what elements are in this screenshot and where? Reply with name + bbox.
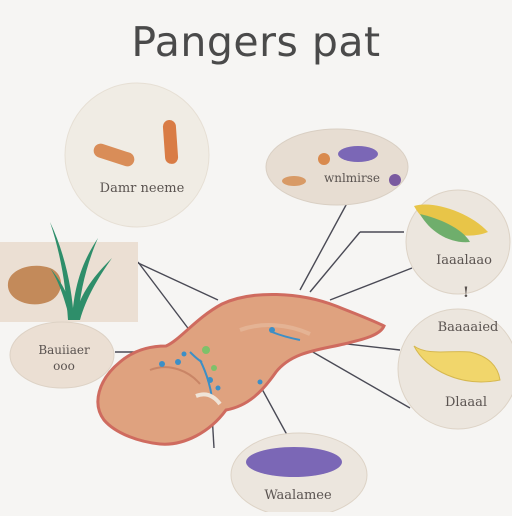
bubble-right-upper xyxy=(405,189,511,295)
potato-icon xyxy=(7,265,62,305)
rod-icon xyxy=(162,120,179,164)
bubble-right-lower xyxy=(397,308,512,430)
bubble-top-right xyxy=(265,128,409,206)
duct-dots xyxy=(159,327,275,391)
purple-oval-icon xyxy=(246,447,342,477)
pancreas-organ xyxy=(96,292,386,446)
capsule-icon xyxy=(93,143,135,167)
connector-top-right xyxy=(299,193,353,291)
grass-icon xyxy=(50,222,112,320)
bubble-left xyxy=(9,321,115,389)
label-top-left: Damr neeme xyxy=(99,181,185,196)
label-right-middle: Baaaaied xyxy=(437,320,499,335)
label-right-upper: Iaaalaao xyxy=(436,253,492,268)
label-right-upper-mark: ! xyxy=(462,285,470,301)
connector-left-upper xyxy=(135,261,219,301)
yellow-leaf-icon xyxy=(414,204,488,236)
violet-dot-icon xyxy=(389,174,401,186)
label-right-lower: Dlaaal xyxy=(445,395,487,410)
label-top-right: wnlmirse xyxy=(323,171,381,185)
purple-pill-icon xyxy=(338,146,378,162)
accent-dots xyxy=(202,346,217,371)
panel-left xyxy=(0,222,138,322)
diagram-title: Pangers pat xyxy=(131,18,381,66)
banana-icon xyxy=(413,345,501,383)
connector-right-mid xyxy=(329,267,413,301)
bubble-bottom xyxy=(230,432,368,516)
orange-dot-icon xyxy=(318,153,330,165)
label-left-line2: ooo xyxy=(53,359,75,373)
tan-pill-icon xyxy=(282,176,306,186)
label-left-line1: Bauiiaer xyxy=(38,343,90,357)
label-bottom: Waalamee xyxy=(264,488,332,503)
pancreas-body xyxy=(96,292,386,446)
bubble-top-left xyxy=(64,82,210,228)
green-leaf-icon xyxy=(420,214,470,243)
connector-right-upper-b xyxy=(309,231,361,293)
